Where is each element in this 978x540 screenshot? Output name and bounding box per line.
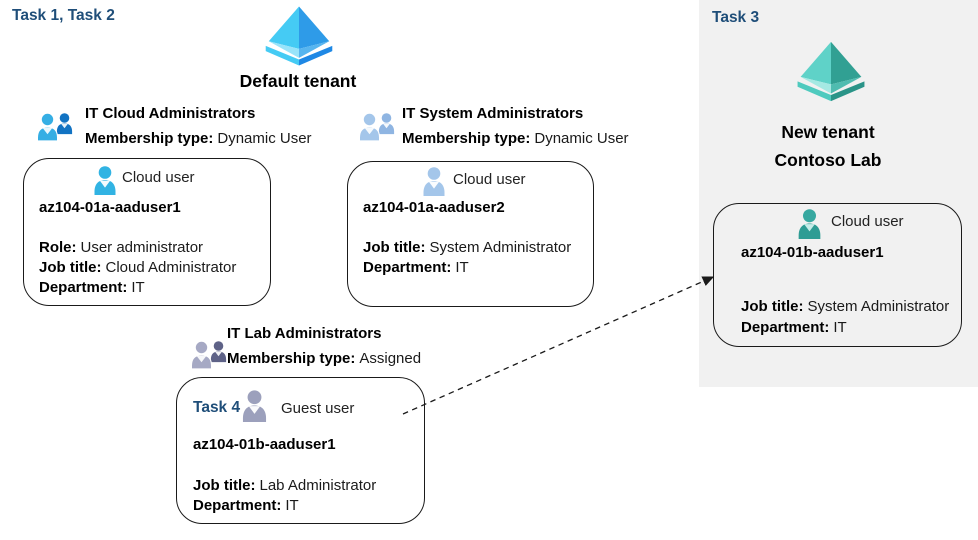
membership-label: Membership type: xyxy=(227,350,356,367)
field-label: Job title: xyxy=(193,477,256,494)
azure-tenant-icon-teal xyxy=(793,39,869,104)
user-field: Job title:Lab Administrator xyxy=(193,477,376,494)
user-field: Job title:System Administrator xyxy=(741,298,949,315)
field-value: IT xyxy=(833,319,847,336)
user-card: Cloud user az104-01a-aaduser1 Role:User … xyxy=(23,158,271,306)
field-label: Department: xyxy=(193,497,282,514)
group-title: IT Cloud Administrators xyxy=(85,105,256,122)
user-name: az104-01b-aaduser1 xyxy=(193,436,336,453)
field-label: Department: xyxy=(741,319,830,336)
group-membership: Membership type:Assigned xyxy=(227,350,421,367)
field-value: IT xyxy=(285,497,299,514)
cloud-user-icon xyxy=(93,165,117,195)
user-type-label: Guest user xyxy=(281,400,355,417)
membership-label: Membership type: xyxy=(85,130,214,147)
user-type-label: Cloud user xyxy=(831,213,904,230)
field-label: Role: xyxy=(39,239,77,256)
user-field: Department:IT xyxy=(741,319,847,336)
membership-value: Dynamic User xyxy=(217,130,312,147)
user-field: Department:IT xyxy=(363,259,469,276)
field-label: Job title: xyxy=(363,239,426,256)
group-people-icon xyxy=(188,337,230,372)
new-tenant-title-line2: Contoso Lab xyxy=(774,150,882,170)
guest-user-icon xyxy=(241,389,268,422)
user-field: Job title:Cloud Administrator xyxy=(39,259,236,276)
field-value: System Administrator xyxy=(429,239,572,256)
user-name: az104-01b-aaduser1 xyxy=(741,244,884,261)
user-field: Department:IT xyxy=(39,279,145,296)
group-membership: Membership type:Dynamic User xyxy=(85,130,312,147)
group-membership: Membership type:Dynamic User xyxy=(402,130,629,147)
new-tenant-title-line1: New tenant xyxy=(781,122,875,142)
user-name: az104-01a-aaduser1 xyxy=(39,199,181,216)
task-1-2-label: Task 1, Task 2 xyxy=(12,7,115,24)
membership-value: Assigned xyxy=(359,350,422,367)
field-value: System Administrator xyxy=(807,298,950,315)
group-title: IT System Administrators xyxy=(402,105,584,122)
user-field: Department:IT xyxy=(193,497,299,514)
field-value: IT xyxy=(131,279,145,296)
field-value: Lab Administrator xyxy=(259,477,377,494)
task-4-label: Task 4 xyxy=(193,399,241,416)
user-name: az104-01a-aaduser2 xyxy=(363,199,505,216)
field-label: Department: xyxy=(363,259,452,276)
field-value: User administrator xyxy=(80,239,204,256)
field-label: Department: xyxy=(39,279,128,296)
field-label: Job title: xyxy=(741,298,804,315)
field-value: Cloud Administrator xyxy=(105,259,237,276)
group-people-icon xyxy=(34,109,76,144)
user-type-label: Cloud user xyxy=(122,169,195,186)
field-label: Job title: xyxy=(39,259,102,276)
guest-user-card: Task 4 Guest user az104-01b-aaduser1 Job… xyxy=(176,377,425,524)
user-type-label: Cloud user xyxy=(453,171,526,188)
field-value: IT xyxy=(455,259,469,276)
group-people-icon xyxy=(356,109,398,144)
cloud-user-icon xyxy=(422,166,446,196)
membership-label: Membership type: xyxy=(402,130,531,147)
azure-tenant-icon-blue xyxy=(261,5,337,67)
user-field: Job title:System Administrator xyxy=(363,239,571,256)
group-title: IT Lab Administrators xyxy=(227,325,382,342)
task-3-label: Task 3 xyxy=(712,9,760,26)
cloud-user-icon xyxy=(797,208,822,239)
user-card: Cloud user az104-01a-aaduser2 Job title:… xyxy=(347,161,594,307)
default-tenant-title: Default tenant xyxy=(239,71,357,91)
membership-value: Dynamic User xyxy=(534,130,629,147)
user-field: Role:User administrator xyxy=(39,239,203,256)
user-card: Cloud user az104-01b-aaduser1 Job title:… xyxy=(713,203,962,347)
